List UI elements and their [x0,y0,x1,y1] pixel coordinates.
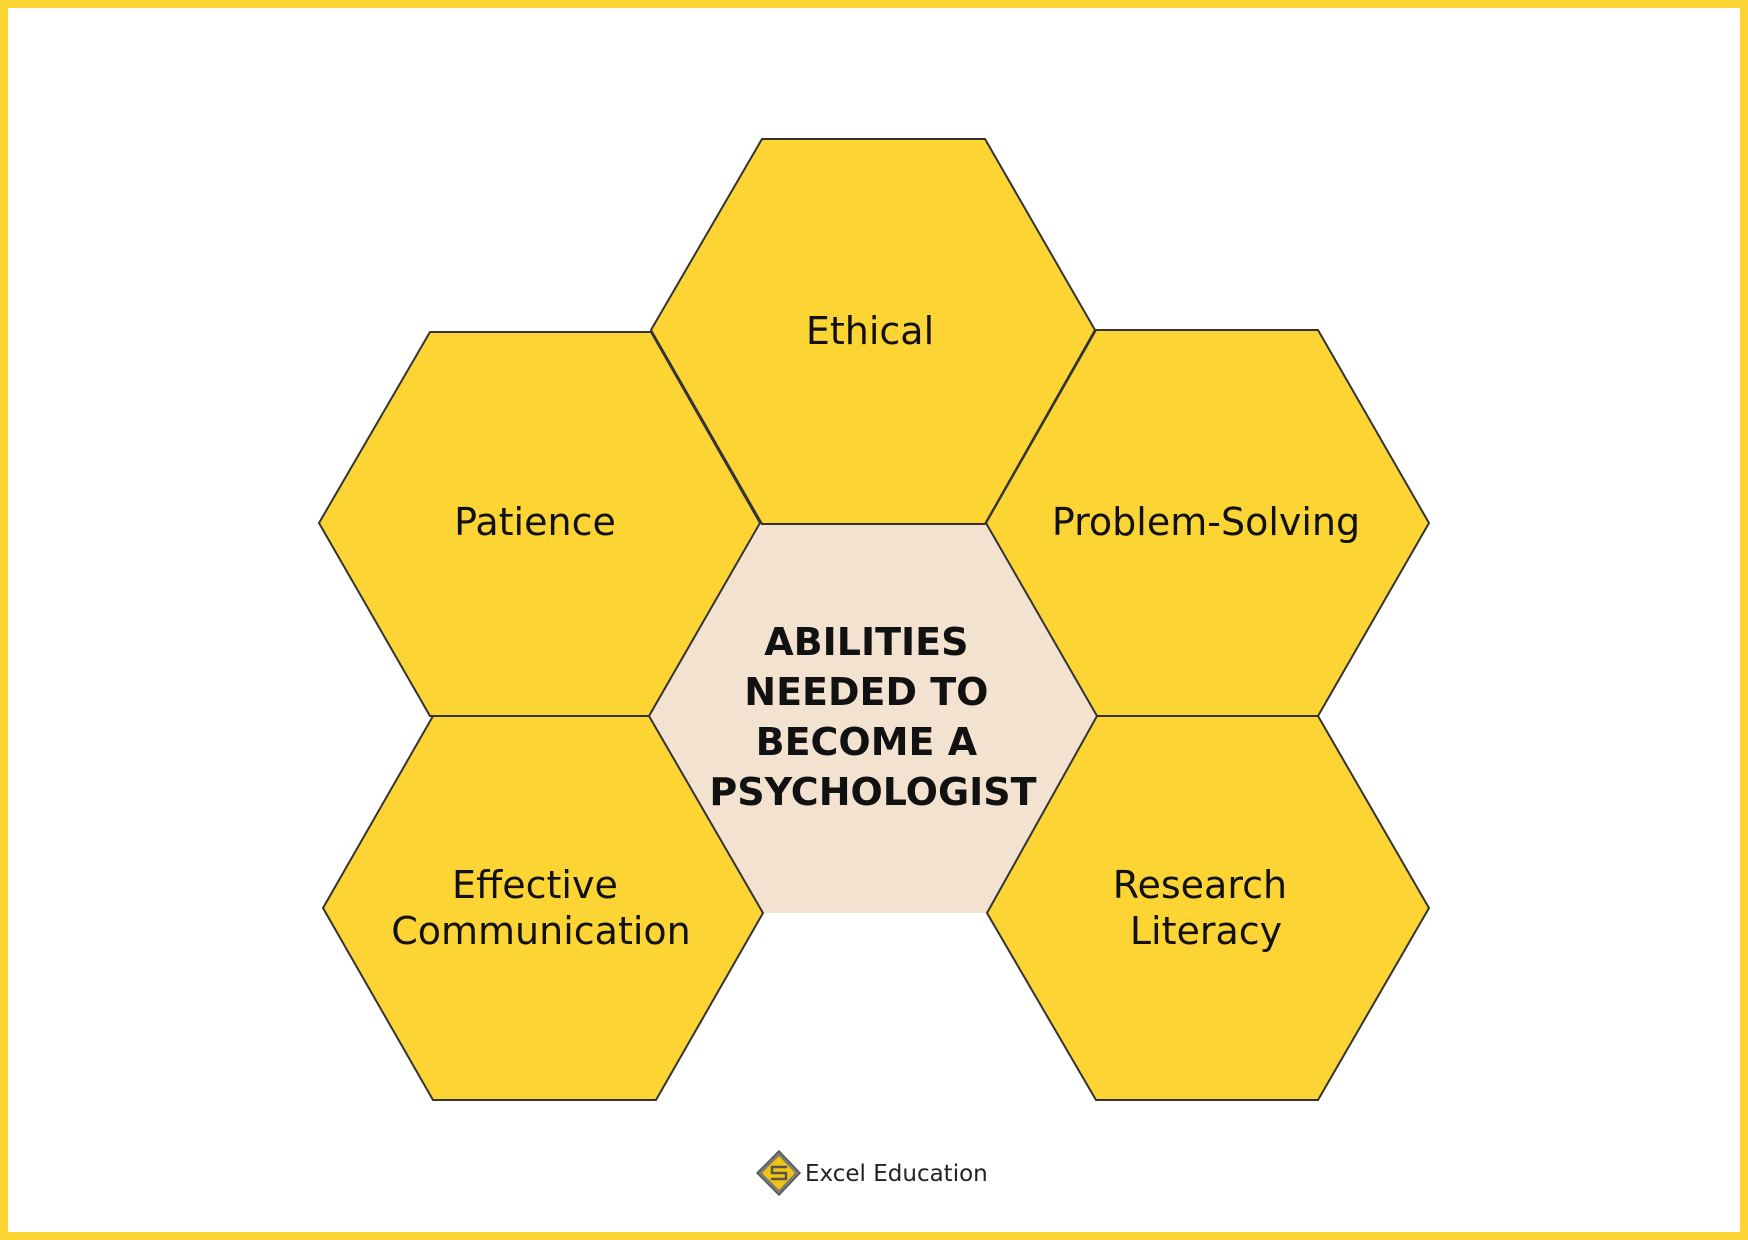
ability-label-patience: Patience [454,500,616,544]
center-title-line-2: NEEDED TO [744,670,988,714]
ability-research-literacy-line-1: Research [1113,863,1287,907]
ability-label-problem-solving: Problem-Solving [1052,500,1360,544]
ability-problem-solving-line-1: Problem-Solving [1052,500,1360,544]
hexagon-effective-communication-shape [321,715,765,1101]
center-title-line-1: ABILITIES [764,620,968,664]
ability-effective-communication-line-1: Effective [452,863,618,907]
hexagon-patience: Patience [317,331,762,717]
hexagon-effective-communication: Effective Communication [321,715,765,1101]
center-hexagon-shape [649,524,1097,913]
center-title: ABILITIES NEEDED TO BECOME A PSYCHOLOGIS… [709,620,1036,814]
hexagon-research-literacy-shape [985,715,1431,1101]
ability-label-research-literacy: Research Literacy [1113,863,1299,953]
center-title-line-3: BECOME A [756,720,978,764]
hexagon-ethical: Ethical [649,138,1097,525]
ability-ethical-line-1: Ethical [806,309,934,353]
excel-education-logo: Excel Education [755,1149,988,1197]
hexagon-problem-solving: Problem-Solving [984,329,1431,717]
ability-research-literacy-line-2: Literacy [1130,909,1282,953]
center-title-line-4: PSYCHOLOGIST [709,770,1036,814]
excel-education-logo-icon [755,1149,802,1197]
logo-text: Excel Education [805,1161,988,1187]
ability-effective-communication-line-2: Communication [391,909,691,953]
ability-patience-line-1: Patience [454,500,616,544]
ability-label-effective-communication: Effective Communication [391,863,691,953]
ability-label-ethical: Ethical [806,309,934,353]
hexagon-ethical-shape [649,138,1097,525]
hexagon-research-literacy: Research Literacy [985,715,1431,1101]
center-hexagon: ABILITIES NEEDED TO BECOME A PSYCHOLOGIS… [649,524,1097,913]
